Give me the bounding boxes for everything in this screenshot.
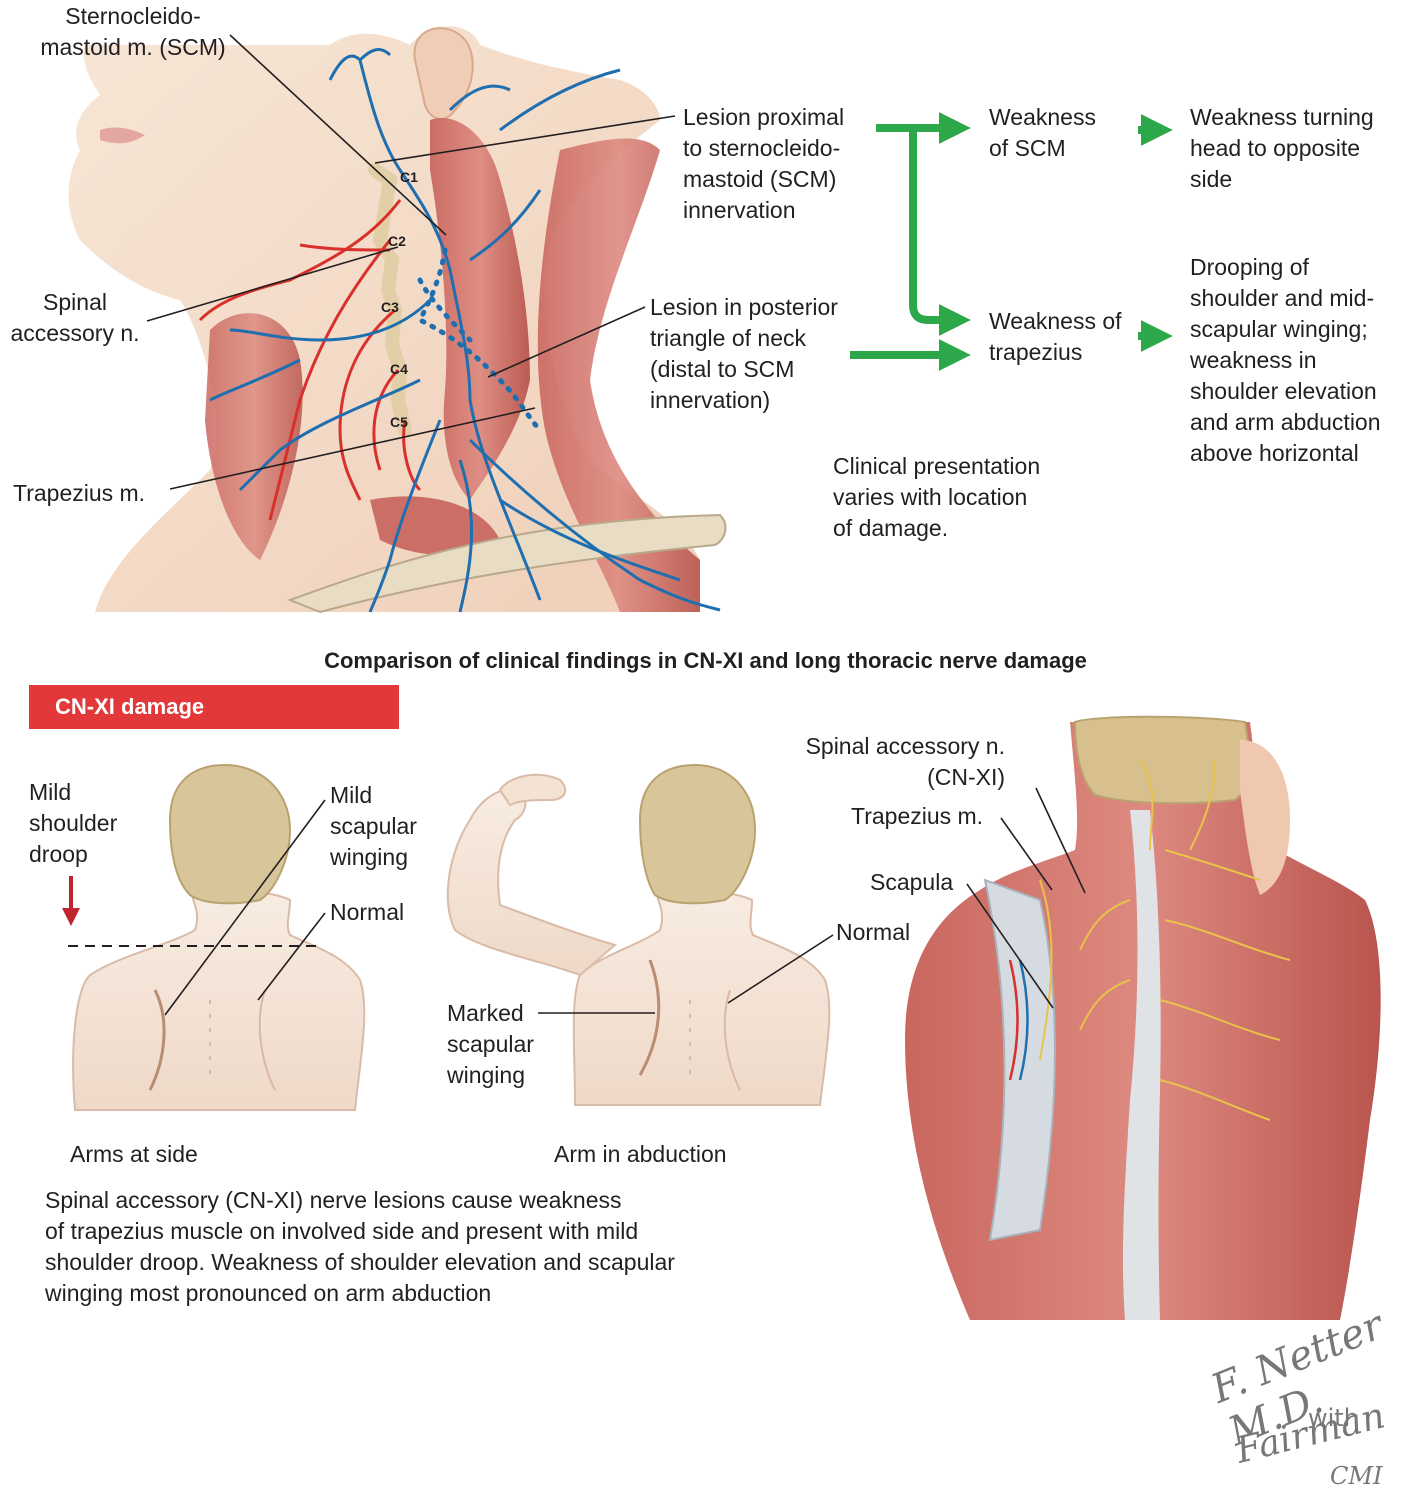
clinical-note-text: Clinical presentation varies with locati…: [833, 453, 1041, 541]
dissection-leader-lines: [966, 787, 1086, 1009]
mild-winging-label: Mild scapular winging: [330, 782, 417, 870]
lesion-proximal-text: Lesion proximal to sternocleido- mastoid…: [683, 104, 845, 223]
lesion-posterior-text: Lesion in posterior triangle of neck (di…: [650, 294, 838, 413]
caption-arms-at-side: Arms at side: [70, 1141, 198, 1167]
neck-leader-lines: [146, 34, 676, 490]
normal-label-left: Normal: [330, 899, 405, 925]
c1-label: C1: [400, 169, 418, 185]
back-figure-arm-abduction: [446, 763, 831, 1106]
dissection-scapula-label: Scapula: [870, 869, 954, 895]
spinal-accessory-label: Spinal accessory n.: [10, 289, 140, 346]
result-scm-text: Weakness turning head to opposite side: [1190, 104, 1374, 192]
c4-label: C4: [390, 361, 408, 377]
weakness-scm-text: Weakness of SCM: [989, 104, 1096, 161]
section-heading: Comparison of clinical findings in CN-XI…: [324, 648, 1087, 673]
dissection-spinal-accessory-label: Spinal accessory n. (CN-XI): [805, 733, 1005, 790]
c3-label: C3: [381, 299, 399, 315]
back1-leader-lines: [164, 799, 326, 1016]
weakness-trapezius-text: Weakness of trapezius: [989, 308, 1122, 365]
signature-suffix: CMI: [1330, 1462, 1383, 1490]
shoulder-droop-arrow: [62, 876, 80, 926]
cn-xi-damage-banner: CN-XI damage: [29, 685, 399, 729]
mild-droop-label: Mild shoulder droop: [29, 779, 118, 867]
neck-dissection-illustration: [68, 26, 727, 614]
back2-leader-lines: [538, 934, 834, 1014]
scm-label: Sternocleido- mastoid m. (SCM): [40, 3, 226, 60]
caption-arm-abduction: Arm in abduction: [554, 1141, 727, 1167]
result-trapezius-text: Drooping of shoulder and mid- scapular w…: [1190, 254, 1381, 466]
flow-arrows: [850, 112, 1173, 371]
dissection-trapezius-label: Trapezius m.: [851, 803, 984, 829]
back-dissection-illustration: [905, 715, 1381, 1320]
description-text: Spinal accessory (CN-XI) nerve lesions c…: [45, 1187, 675, 1306]
signature-with: with: [1308, 1404, 1359, 1432]
normal-label-right: Normal: [836, 919, 911, 945]
c5-label: C5: [390, 414, 408, 430]
c2-label: C2: [388, 233, 406, 249]
marked-winging-label: Marked scapular winging: [447, 1000, 534, 1088]
trapezius-label: Trapezius m.: [13, 480, 146, 506]
